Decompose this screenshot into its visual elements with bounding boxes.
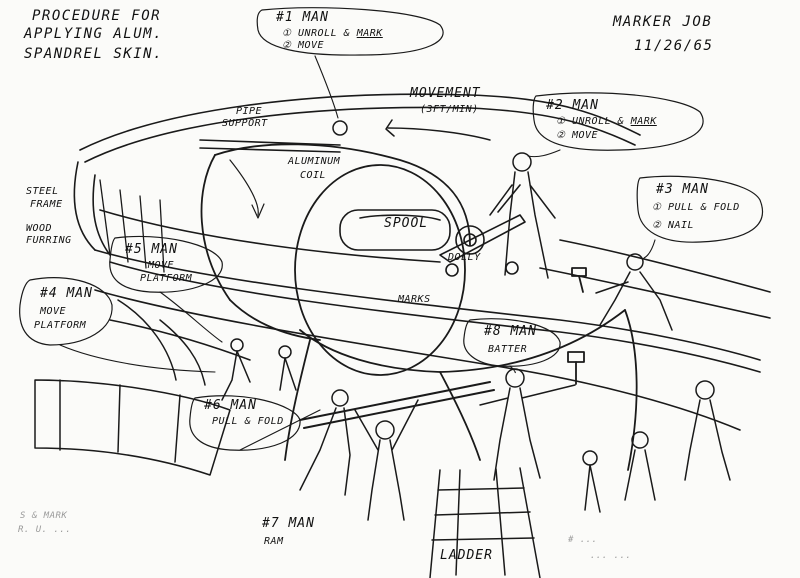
spool-dolly-drawing — [339, 184, 526, 277]
faint-note-right-1: # ... — [568, 535, 598, 545]
man7-title: #7 MAN — [262, 516, 315, 531]
steel-frame — [99, 179, 165, 273]
man1-task-2: ② MOVE — [282, 40, 325, 51]
pipe-support — [199, 139, 341, 153]
steel-frame-label-1: STEEL — [26, 186, 59, 197]
work-platform — [34, 299, 251, 476]
man5-task-2: PLATFORM — [140, 273, 193, 284]
man4-task-1: MOVE — [40, 306, 67, 317]
title-line-3: SPANDREL SKIN. — [24, 46, 164, 62]
hammer-icons — [567, 267, 587, 385]
man8-task-1: BATTER — [488, 344, 528, 355]
man6-task-1: PULL & FOLD — [212, 416, 284, 427]
pipe-support-label-1: PIPE — [236, 106, 263, 117]
man3-task-2: ② NAIL — [652, 220, 695, 231]
ladder-drawing — [429, 467, 541, 578]
movement-arrow — [385, 119, 491, 141]
man2-title: #2 MAN — [546, 98, 599, 113]
header-date: 11/26/65 — [634, 38, 714, 54]
title-line-1: PROCEDURE FOR — [32, 8, 162, 24]
man1-task-1: ① UNROLL & MARK — [282, 28, 383, 39]
title-line-2: APPLYING ALUM. — [24, 26, 164, 42]
pipe-support-label-2: SUPPORT — [222, 118, 268, 129]
unrolled-sheet — [284, 309, 638, 471]
man4-title: #4 MAN — [40, 286, 93, 301]
worker-figures — [221, 120, 731, 521]
man5-title: #5 MAN — [125, 242, 178, 257]
man3-title: #3 MAN — [656, 182, 709, 197]
man8-title: #8 MAN — [484, 324, 537, 339]
faint-note-left-1: S & MARK — [20, 511, 68, 521]
faint-note-right-2: ... ... — [590, 551, 632, 561]
man4-task-2: PLATFORM — [34, 320, 87, 331]
man2-task-2: ② MOVE — [556, 130, 599, 141]
header-job-name: MARKER JOB — [613, 14, 713, 30]
movement-label: MOVEMENT — [410, 86, 481, 101]
man7-task-1: RAM — [264, 536, 284, 547]
man3-task-1: ① PULL & FOLD — [652, 202, 740, 213]
steel-frame-label-2: FRAME — [30, 199, 63, 210]
building-bands — [73, 93, 771, 431]
movement-rate: (3FT/MIN) — [420, 104, 479, 115]
man6-title: #6 MAN — [204, 398, 257, 413]
man2-task-1: ① UNROLL & MARK — [556, 116, 657, 127]
aluminum-coil-label-1: ALUMINUM — [288, 156, 341, 167]
dolly-label: DOLLY — [448, 252, 481, 263]
ladder-label: LADDER — [440, 548, 493, 563]
man1-title: #1 MAN — [276, 10, 329, 25]
spool-label: SPOOL — [384, 216, 429, 231]
aluminum-coil-label-2: COIL — [300, 170, 327, 181]
wood-furring-label-1: WOOD — [26, 223, 53, 234]
marks-label: MARKS — [398, 294, 431, 305]
faint-note-left-2: R. U. ... — [18, 525, 72, 535]
leader-lines — [59, 55, 656, 451]
wood-furring-label-2: FURRING — [26, 235, 72, 246]
ram-pole — [299, 381, 495, 429]
aluminum-coil-drawing — [200, 143, 471, 376]
label-bubbles — [19, 7, 764, 451]
man5-task-1: MOVE — [148, 260, 175, 271]
